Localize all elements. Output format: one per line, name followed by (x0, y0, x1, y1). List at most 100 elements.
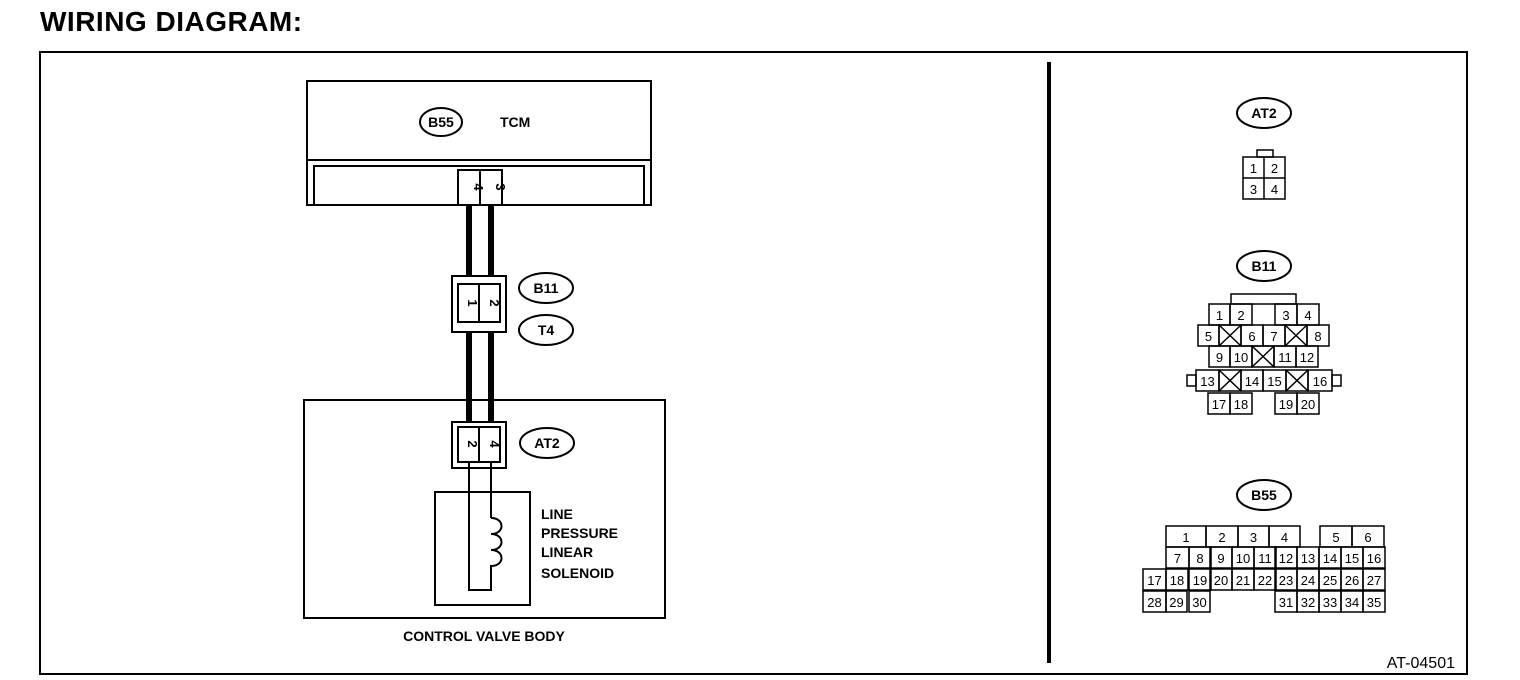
b11-pin-label: 13 (1200, 374, 1214, 389)
b11-pin-label: 10 (1234, 350, 1248, 365)
figure-id: AT-04501 (1387, 655, 1455, 672)
b11-pin-cell (1229, 392, 1253, 415)
tcm-connector-id: B55 (428, 114, 454, 130)
b11-pin-label: 15 (1267, 374, 1281, 389)
b55-pin-label: 29 (1169, 595, 1183, 610)
at2-pin-4: 4 (487, 440, 502, 448)
wire-harness (466, 205, 494, 427)
b55-pin-label: 21 (1236, 573, 1250, 588)
b55-pin-label: 10 (1236, 551, 1250, 566)
at2-view-pin: 3 (1250, 182, 1257, 197)
b11-pin-label: 16 (1313, 374, 1327, 389)
b55-pin-label: 26 (1345, 573, 1359, 588)
solenoid-line-1: LINE (541, 506, 573, 522)
b55-connector-tag (419, 107, 463, 137)
tcm-pin-4: 4 (471, 183, 486, 191)
b55-pin-label: 9 (1217, 551, 1224, 566)
b11-pin-label: 19 (1279, 397, 1293, 412)
b11-pin-label: 1 (1216, 308, 1223, 323)
b55-pin-label: 3 (1250, 530, 1257, 545)
b55-pin-cell (1253, 568, 1277, 591)
at2-view-pin: 2 (1271, 161, 1278, 176)
b55-pin-label: 12 (1279, 551, 1293, 566)
b11-pin-label: 11 (1278, 350, 1292, 365)
b11-pin-label: 5 (1205, 329, 1212, 344)
page-title: WIRING DIAGRAM: (40, 6, 303, 37)
solenoid-coil-icon (490, 517, 503, 575)
b11-pin-label: 3 (1282, 308, 1289, 323)
at2-connector-view: AT2 1 2 3 4 (1236, 97, 1292, 200)
tcm-label: TCM (500, 114, 530, 130)
b55-pin-cell (1188, 590, 1211, 613)
tcm-module: B55 TCM 4 3 (306, 80, 652, 206)
b55-pin-label: 14 (1323, 551, 1337, 566)
b55-pin-cell (1362, 568, 1386, 591)
at2-tag: AT2 (534, 435, 560, 451)
b11-pin-label: 9 (1216, 350, 1223, 365)
at2-view-tag: AT2 (1251, 105, 1277, 121)
b55-pin-label: 11 (1258, 551, 1272, 566)
b55-view-tag: B55 (1251, 487, 1277, 503)
b11-pin-label: 17 (1212, 397, 1226, 412)
b55-pin-label: 16 (1367, 551, 1381, 566)
tcm-pin-3: 3 (493, 183, 508, 190)
joint-pin-1: 1 (465, 299, 480, 306)
b55-pin-label: 17 (1147, 573, 1161, 588)
b55-pin-label: 33 (1323, 595, 1337, 610)
b55-pin-cell (1188, 546, 1212, 569)
b55-pin-label: 13 (1301, 551, 1315, 566)
b55-pin-label: 25 (1323, 573, 1337, 588)
b55-pin-label: 24 (1301, 573, 1315, 588)
solenoid-box (434, 491, 531, 606)
b55-pin-label: 34 (1345, 595, 1359, 610)
diagram-frame (39, 51, 1468, 675)
b11-pin-label: 14 (1245, 374, 1259, 389)
b55-pin-label: 32 (1301, 595, 1315, 610)
b11-pin-label: 8 (1314, 329, 1321, 344)
at2-pin-2: 2 (465, 440, 480, 447)
joint-pin-2: 2 (487, 299, 502, 306)
b11-pin-label: 4 (1304, 308, 1311, 323)
b55-pin-label: 22 (1258, 573, 1272, 588)
b55-pin-label: 4 (1281, 530, 1288, 545)
b11-view-tag: B11 (1252, 258, 1277, 274)
b55-pin-label: 1 (1182, 530, 1189, 545)
at2-view-pin: 1 (1250, 161, 1257, 176)
b11-blank-mark (1218, 369, 1242, 392)
b55-pin-label: 19 (1193, 573, 1207, 588)
b55-pin-label: 7 (1174, 551, 1181, 566)
b11-pin-cell (1295, 345, 1319, 368)
b55-pin-cell (1362, 546, 1386, 569)
b11-pin-label: 18 (1234, 397, 1248, 412)
b11-pin-label: 20 (1301, 397, 1315, 412)
control-valve-body-label: CONTROL VALVE BODY (403, 628, 565, 644)
b55-pin-cell (1362, 590, 1386, 613)
solenoid-line-4: SOLENOID (541, 565, 614, 581)
b11-blank-mark (1284, 324, 1308, 347)
b55-pin-label: 23 (1279, 573, 1293, 588)
b55-pin-label: 30 (1192, 595, 1206, 610)
b55-pin-cell (1165, 590, 1188, 613)
b55-pin-label: 2 (1218, 530, 1225, 545)
solenoid-line-2: PRESSURE (541, 525, 618, 541)
b55-pin-cell (1253, 546, 1277, 569)
b11-pin-label: 6 (1248, 329, 1255, 344)
b55-pin-label: 35 (1367, 595, 1381, 610)
b55-pin-label: 6 (1364, 530, 1371, 545)
solenoid-line-3: LINEAR (541, 544, 593, 560)
b11-blank-mark (1285, 369, 1309, 392)
b55-pin-label: 18 (1170, 573, 1184, 588)
control-valve-body: 2 4 AT2 LINE PRESSURE LINEAR SOLENOID (303, 399, 666, 619)
b11-tag: B11 (534, 280, 559, 296)
b11-blank-mark (1251, 345, 1275, 368)
b55-pin-label: 20 (1214, 573, 1228, 588)
b55-pin-label: 31 (1279, 595, 1293, 610)
joint-connector: 1 2 B11 T4 (451, 272, 574, 346)
b11-pin-label: 2 (1237, 308, 1244, 323)
b11-pin-label: 7 (1270, 329, 1277, 344)
b55-pin-label: 27 (1367, 573, 1381, 588)
b55-pin-label: 28 (1147, 595, 1161, 610)
